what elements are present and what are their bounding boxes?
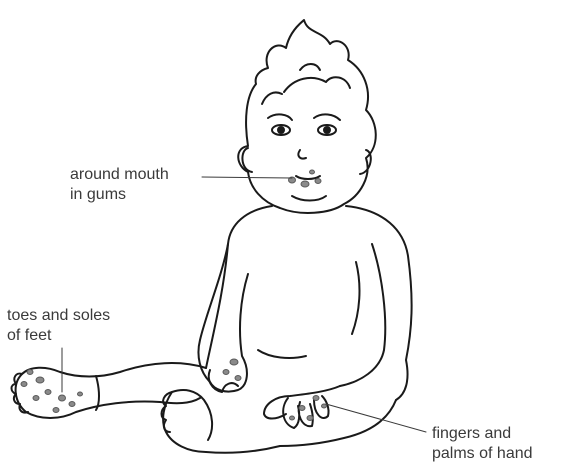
leader-lines	[62, 177, 426, 432]
spot	[310, 170, 315, 174]
spot	[45, 390, 51, 395]
label-around-mouth-line2: in gums	[70, 185, 169, 205]
label-fingers-line1: fingers and	[432, 424, 533, 444]
mouth-leader-line	[202, 177, 292, 178]
label-toes-line1: toes and soles	[7, 306, 110, 326]
spot	[235, 376, 241, 381]
hair-curl	[262, 64, 350, 104]
spot	[78, 392, 83, 396]
spot	[290, 416, 295, 420]
label-toes-and-soles: toes and soles of feet	[7, 306, 110, 346]
eyebrow-left	[268, 114, 292, 120]
ankle-crease	[96, 376, 99, 410]
spot	[313, 396, 319, 401]
ear-right	[360, 150, 371, 174]
spot	[322, 404, 327, 408]
spot	[21, 382, 27, 387]
spot	[223, 370, 229, 375]
pupil-right	[324, 127, 330, 133]
belly-crease	[258, 350, 306, 358]
spot	[33, 396, 39, 401]
spot	[27, 370, 33, 375]
spot	[59, 395, 66, 401]
spot	[315, 179, 321, 184]
hand-leader-line	[326, 404, 426, 432]
spot	[301, 181, 309, 187]
label-around-mouth: around mouth in gums	[70, 165, 169, 205]
label-around-mouth-line1: around mouth	[70, 165, 169, 185]
pupil-left	[278, 127, 284, 133]
spot	[307, 416, 313, 421]
spot	[36, 377, 44, 383]
right-arm	[340, 244, 385, 386]
spot	[53, 408, 59, 413]
spot	[230, 359, 238, 365]
label-fingers-line2: palms of hand	[432, 444, 533, 464]
eyebrow-right	[314, 114, 340, 120]
chin	[292, 196, 326, 201]
left-arm	[198, 244, 248, 392]
toes	[12, 374, 29, 413]
nose	[298, 150, 306, 159]
spot	[69, 402, 75, 407]
label-toes-line2: of feet	[7, 326, 110, 346]
left-hand-spots	[223, 359, 241, 381]
label-fingers-and-palms: fingers and palms of hand	[432, 424, 533, 464]
spot	[299, 406, 305, 411]
torso-outline	[206, 206, 412, 400]
